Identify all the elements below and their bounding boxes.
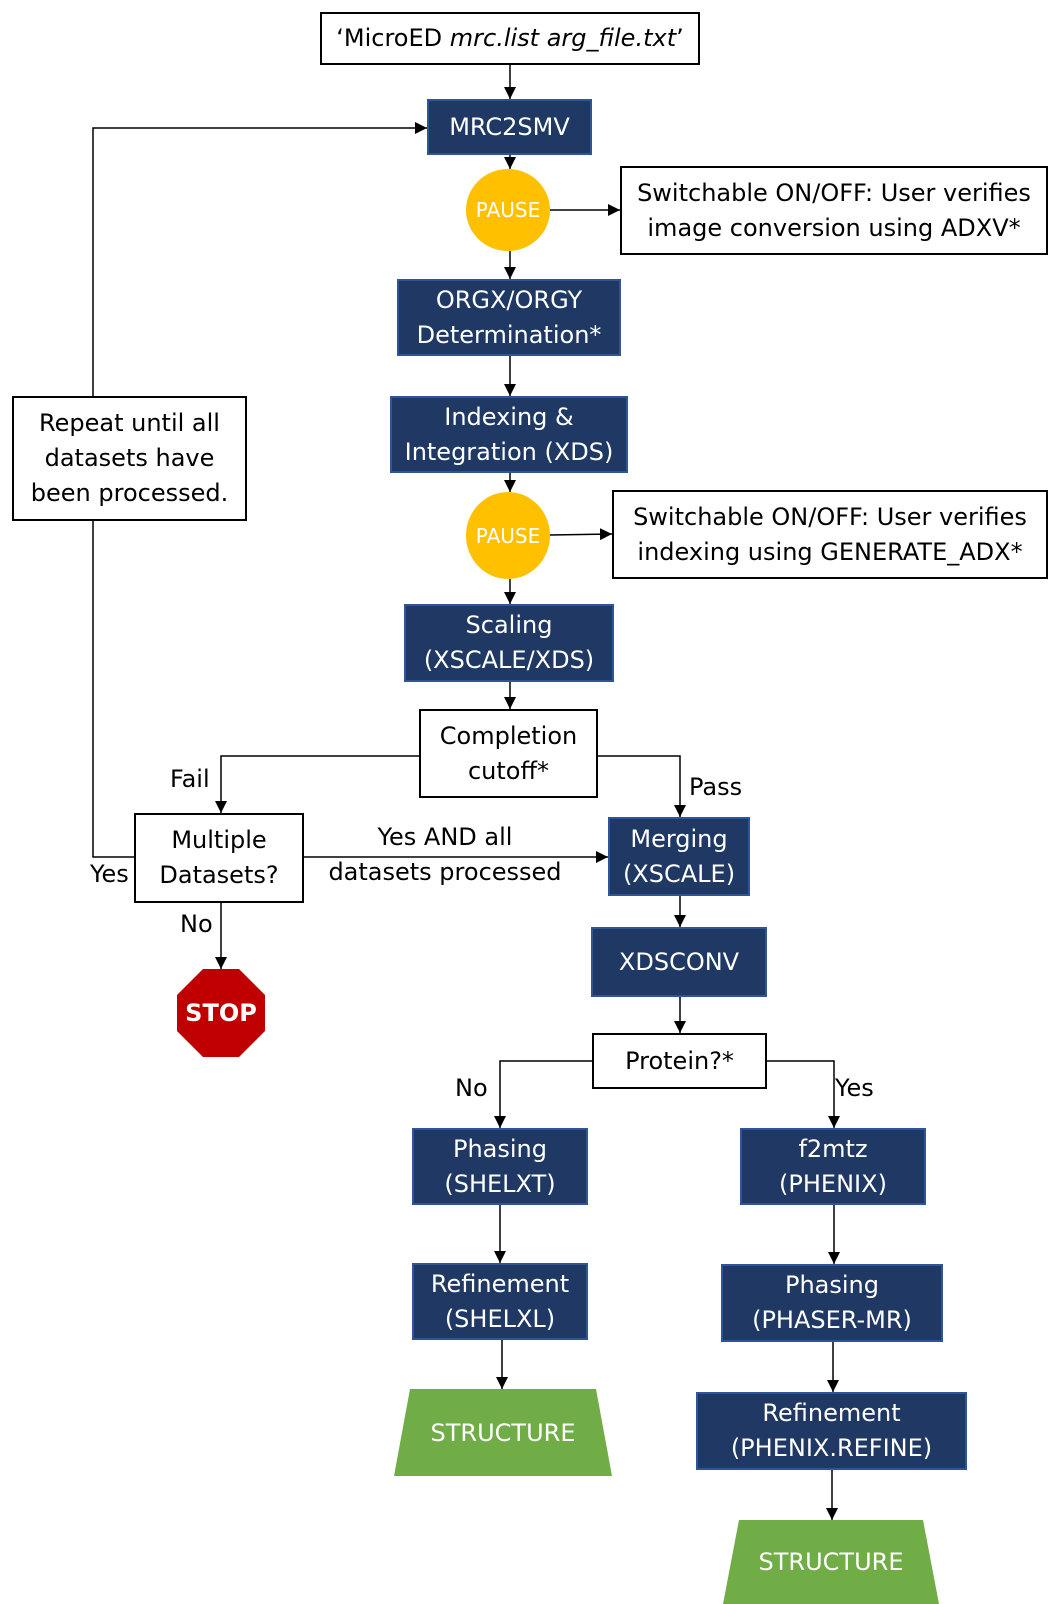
f2mtz-step: f2mtz (PHENIX) xyxy=(740,1128,926,1205)
mrc2smv-line-1: MRC2SMV xyxy=(449,112,570,141)
stop-label: STOP xyxy=(185,999,257,1027)
arrow-completion-fail xyxy=(215,755,419,813)
structure-trapezoid-icon xyxy=(723,1520,939,1604)
repeat-note: Repeat until all datasets have been proc… xyxy=(12,396,247,521)
arrow-pause2-to-note2 xyxy=(549,528,613,541)
command-prefix: ‘MicroED xyxy=(336,24,450,52)
arrow-protein-yes xyxy=(767,1060,840,1128)
shelxt-line-2: (SHELXT) xyxy=(444,1169,556,1198)
pause-step-1: PAUSE xyxy=(466,169,550,251)
xdsconv-line-1: XDSCONV xyxy=(618,947,740,976)
arrow-protein-no xyxy=(494,1060,592,1128)
structure-right: STRUCTURE xyxy=(723,1520,939,1604)
note-adxv-line-2: image conversion using ADXV* xyxy=(647,213,1021,242)
label-yes-and-all-line-2: datasets processed xyxy=(328,858,562,886)
label-yes-and-all-line-1: Yes AND all xyxy=(377,823,513,851)
command-box: ‘MicroED mrc.list arg_file.txt’ xyxy=(320,12,700,65)
stop-sign: STOP xyxy=(177,969,265,1057)
multiple-datasets-decision: Multiple Datasets? xyxy=(134,813,304,903)
merging-step: Merging (XSCALE) xyxy=(608,817,750,896)
repeat-line-3: been processed. xyxy=(30,479,229,507)
repeat-line-1: Repeat until all xyxy=(39,409,220,437)
note-adxv: Switchable ON/OFF: User verifies image c… xyxy=(620,166,1048,255)
indexing-line-1: Indexing & xyxy=(444,402,574,431)
note-adxv-line-1: Switchable ON/OFF: User verifies xyxy=(637,178,1031,207)
phasing-phaser-step: Phasing (PHASER-MR) xyxy=(721,1264,943,1342)
f2mtz-line-1: f2mtz xyxy=(798,1134,868,1163)
merging-line-1: Merging xyxy=(630,824,728,853)
f2mtz-line-2: (PHENIX) xyxy=(779,1169,887,1198)
label-yes-and-all: Yes AND all datasets processed xyxy=(325,820,565,890)
orgx-determination-step: ORGX/ORGY Determination* xyxy=(397,279,621,356)
shelxl-line-2: (SHELXL) xyxy=(444,1304,556,1333)
pause-label-1: PAUSE xyxy=(475,198,541,222)
phasing-shelxt-step: Phasing (SHELXT) xyxy=(412,1128,588,1205)
protein-line-1: Protein?* xyxy=(625,1046,734,1075)
command-args: mrc.list arg_file.txt xyxy=(449,24,677,52)
note-adx-line-1: Switchable ON/OFF: User verifies xyxy=(633,502,1027,531)
indexing-line-2: Integration (XDS) xyxy=(404,437,614,466)
pause-step-2: PAUSE xyxy=(466,492,550,579)
scaling-line-2: (XSCALE/XDS) xyxy=(423,646,595,674)
structure-left-label: STRUCTURE xyxy=(430,1418,576,1447)
structure-right-label: STRUCTURE xyxy=(758,1548,904,1576)
refinement-phenix-step: Refinement (PHENIX.REFINE) xyxy=(696,1392,967,1470)
multiple-line-2: Datasets? xyxy=(159,861,279,889)
shelxl-line-1: Refinement xyxy=(430,1269,570,1298)
stop-octagon-icon xyxy=(177,969,265,1057)
mrc2smv-step: MRC2SMV xyxy=(427,99,592,155)
label-protein-yes: Yes xyxy=(835,1074,874,1102)
arrow-completion-pass xyxy=(598,755,686,817)
scaling-line-1: Scaling xyxy=(465,611,553,639)
orgx-line-1: ORGX/ORGY xyxy=(435,285,583,314)
phaser-line-2: (PHASER-MR) xyxy=(752,1306,912,1334)
xdsconv-step: XDSCONV xyxy=(591,927,767,997)
structure-left: STRUCTURE xyxy=(394,1389,612,1476)
protein-decision: Protein?* xyxy=(592,1033,767,1089)
indexing-integration-step: Indexing & Integration (XDS) xyxy=(390,396,628,473)
completion-cutoff-decision: Completion cutoff* xyxy=(419,709,598,798)
label-fail: Fail xyxy=(170,765,210,793)
note-adx-line-2: indexing using GENERATE_ADX* xyxy=(637,537,1023,566)
phenix-refine-line-1: Refinement xyxy=(762,1399,901,1427)
refinement-shelxl-step: Refinement (SHELXL) xyxy=(412,1263,588,1340)
phaser-line-1: Phasing xyxy=(784,1271,879,1299)
shelxt-line-1: Phasing xyxy=(452,1134,547,1163)
merging-line-2: (XSCALE) xyxy=(622,859,736,888)
pause-label-2: PAUSE xyxy=(475,523,541,548)
multiple-line-1: Multiple xyxy=(171,826,267,854)
completion-line-2: cutoff* xyxy=(467,756,550,785)
label-no-stop: No xyxy=(180,910,213,938)
label-yes-repeat: Yes xyxy=(90,860,129,888)
command-suffix: ’ xyxy=(676,24,684,52)
phenix-refine-line-2: (PHENIX.REFINE) xyxy=(730,1434,933,1462)
label-protein-no: No xyxy=(455,1074,488,1102)
structure-trapezoid-icon xyxy=(394,1389,612,1476)
label-pass: Pass xyxy=(689,773,743,801)
note-generate-adx: Switchable ON/OFF: User verifies indexin… xyxy=(612,490,1048,579)
orgx-line-2: Determination* xyxy=(416,320,602,349)
repeat-line-2: datasets have xyxy=(44,444,215,472)
completion-line-1: Completion xyxy=(439,721,578,750)
scaling-step: Scaling (XSCALE/XDS) xyxy=(404,604,614,682)
